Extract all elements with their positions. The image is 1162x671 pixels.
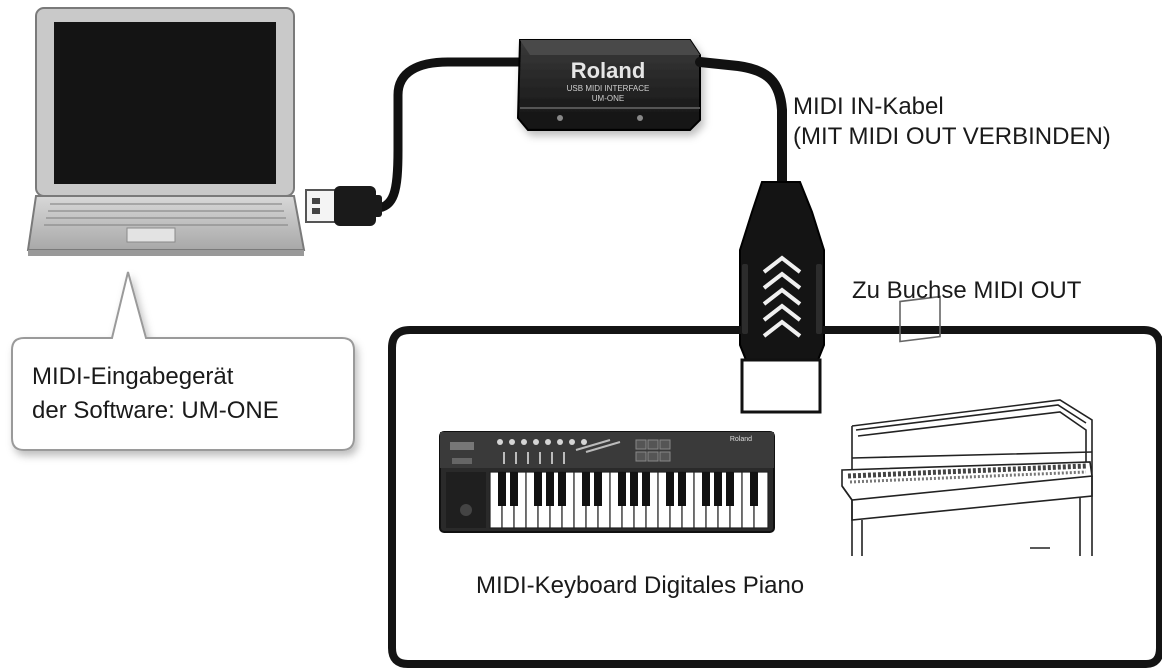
um-one-interface	[516, 39, 701, 131]
callout-line1: MIDI-Eingabegerät	[32, 363, 234, 390]
keyboard-brand-logo: Roland	[730, 436, 752, 443]
callout-line2: der Software: UM-ONE	[32, 397, 279, 424]
midi-in-cable-label-line1: MIDI IN-Kabel	[793, 93, 944, 120]
midi-in-cable	[695, 57, 825, 414]
interface-model-line2: UM-ONE	[592, 94, 624, 103]
laptop-illustration	[26, 7, 306, 256]
callout-text: MIDI-Eingabegerät der Software: UM-ONE	[32, 360, 279, 428]
interface-model-line1: USB MIDI INTERFACE	[567, 84, 650, 93]
midi-in-cable-label: MIDI IN-Kabel (MIT MIDI OUT VERBINDEN)	[793, 92, 1111, 152]
device-frame	[388, 326, 1162, 668]
usb-cable	[305, 57, 525, 226]
midi-keyboard-illustration	[439, 431, 775, 533]
midi-in-cable-label-line2: (MIT MIDI OUT VERBINDEN)	[793, 123, 1111, 150]
midi-out-socket-label: Zu Buchse MIDI OUT	[852, 277, 1082, 304]
callout-bubble	[11, 271, 355, 451]
devices-label: MIDI-Keyboard Digitales Piano	[476, 572, 805, 599]
interface-brand-logo: Roland	[571, 58, 646, 83]
digital-piano-illustration	[841, 295, 1093, 556]
